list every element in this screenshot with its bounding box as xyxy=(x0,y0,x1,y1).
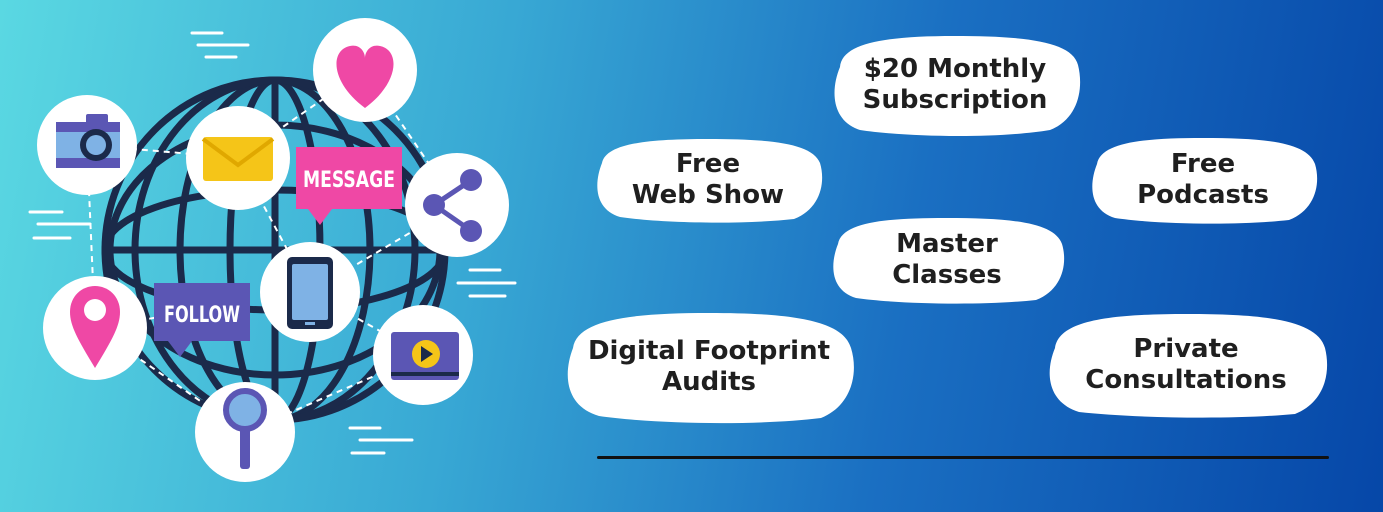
offering-digital-footprint-audits: Digital Footprint Audits xyxy=(559,308,859,426)
share-icon xyxy=(405,153,509,257)
offering-label: Master Classes xyxy=(892,229,1002,290)
location-pin-icon xyxy=(43,276,147,380)
offering-private-consultations: Private Consultations xyxy=(1041,310,1331,420)
brush-blob-shape xyxy=(833,218,1065,304)
social-globe-illustration: MESSAGE FOLLOW xyxy=(28,18,517,482)
offering-label: $20 Monthly Subscription xyxy=(862,54,1048,115)
speed-lines xyxy=(28,31,517,455)
heart-icon xyxy=(313,18,417,122)
offering-monthly-subscription: $20 Monthly Subscription xyxy=(826,31,1084,139)
tablet-icon xyxy=(260,242,360,342)
envelope-icon xyxy=(186,106,290,210)
offering-label: Free Podcasts xyxy=(1137,149,1269,210)
brush-blob-shape xyxy=(567,313,854,424)
offering-label: Free Web Show xyxy=(631,149,785,210)
brush-blob-shape xyxy=(1092,138,1318,224)
message-bubble-icon: MESSAGE xyxy=(296,147,402,225)
offering-master-classes: Master Classes xyxy=(826,214,1068,306)
divider-line xyxy=(597,456,1329,459)
message-bubble-label: MESSAGE xyxy=(303,168,395,193)
camera-icon xyxy=(37,95,137,195)
offering-label: Private Consultations xyxy=(1085,334,1287,395)
video-player-icon xyxy=(373,305,473,405)
brush-blob-shape xyxy=(1049,314,1328,418)
offering-free-podcasts: Free Podcasts xyxy=(1085,134,1321,226)
follow-bubble-icon: FOLLOW xyxy=(154,283,250,357)
offering-free-web-show: Free Web Show xyxy=(590,135,826,225)
brush-blob-shape xyxy=(834,36,1081,137)
offering-label: Digital Footprint Audits xyxy=(587,336,831,397)
search-icon xyxy=(195,382,295,482)
follow-bubble-label: FOLLOW xyxy=(164,303,240,328)
brush-blob-shape xyxy=(597,139,823,223)
